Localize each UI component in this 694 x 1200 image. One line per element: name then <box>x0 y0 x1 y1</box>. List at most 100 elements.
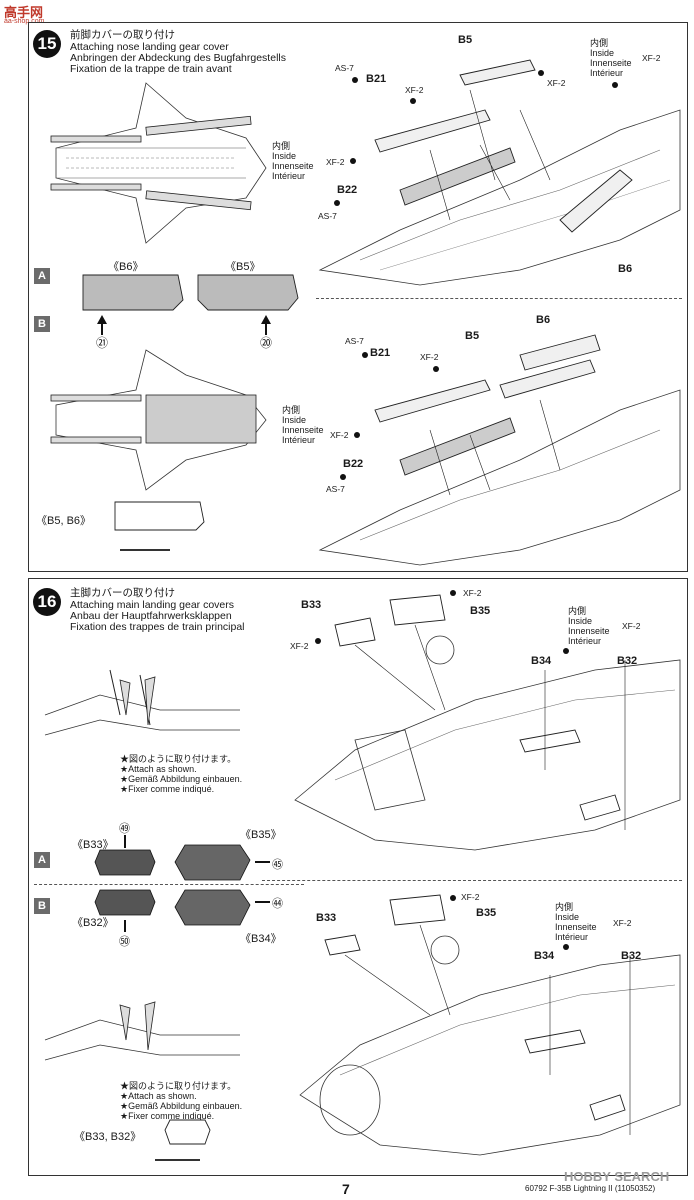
s15u-paint-dot-2 <box>334 200 340 206</box>
s16-mark-44: ㊹ <box>272 898 283 910</box>
s15u-xf2-b: XF-2 <box>547 78 566 88</box>
s15u-as7-a: AS-7 <box>335 63 354 73</box>
s15l-as7-b: AS-7 <box>326 484 345 494</box>
s16-option-b: B <box>34 898 50 914</box>
step15-title-jp: 前脚カバーの取り付け <box>70 29 175 41</box>
s15u-inside-jp: 内側 <box>272 141 291 151</box>
footer-code: 60792 F-35B Lightning II (11050352) <box>525 1184 656 1193</box>
s15u-inside2-de: Innenseite <box>590 58 632 68</box>
s15a-mark-21: ㉑ <box>96 336 109 350</box>
step15-upper-diagram <box>318 59 681 286</box>
s15a-mark-20: ⑳ <box>260 336 273 350</box>
s16-detail-drawing-bottom <box>44 1001 240 1061</box>
s16u-paint-dot-1 <box>450 590 456 596</box>
s15u-inside-fr: Intérieur <box>272 171 306 181</box>
step16-number: 16 <box>33 588 61 616</box>
s15u-xf2-a: XF-2 <box>405 85 424 95</box>
step16-upper-diagram <box>294 594 681 851</box>
s16l-label-b34: B34 <box>534 950 555 962</box>
s15b-parts-drawing <box>114 501 205 551</box>
s15l-label-b22: B22 <box>343 458 364 470</box>
s15l-paint-dot-2 <box>340 474 346 480</box>
s16u-xf2-b: XF-2 <box>290 641 309 651</box>
s16-mark-50: ㊿ <box>119 936 130 948</box>
step15-panel <box>28 22 688 572</box>
s15l-inside-de: Innenseite <box>282 425 324 435</box>
s16-part-b33: 《B33》 <box>72 839 114 851</box>
step16-title-jp: 主脚カバーの取り付け <box>70 587 175 599</box>
step15-number: 15 <box>33 30 61 58</box>
s16u-xf2-c: XF-2 <box>622 621 641 631</box>
s16l-paint-dot-1 <box>450 895 456 901</box>
s16u-xf2-a: XF-2 <box>463 588 482 598</box>
s15u-xf2-d: XF-2 <box>326 157 345 167</box>
s16-option-a: A <box>34 852 50 868</box>
s15u-label-b21: B21 <box>366 73 387 85</box>
s16-ab-parts-drawing <box>94 835 270 932</box>
s16u-inside-jp: 内側 <box>568 606 587 616</box>
s16u-label-b33: B33 <box>301 599 322 611</box>
s16-ab-divider <box>34 884 304 885</box>
s15u-inside2-en: Inside <box>590 48 615 58</box>
s15a-part-b5: 《B5》 <box>225 261 261 273</box>
s16l-inside-en: Inside <box>555 912 580 922</box>
step16-title-fr: Fixation des trappes de train principal <box>70 621 245 633</box>
s15l-xf2-b: XF-2 <box>330 430 349 440</box>
s15u-paint-dot-4 <box>538 70 544 76</box>
s16l-xf2-a: XF-2 <box>461 892 480 902</box>
s16-note2-jp: ★図のように取り付けます。 <box>120 1081 237 1091</box>
s15u-paint-dot-3 <box>410 98 416 104</box>
s16-mark-45: ㊺ <box>272 859 283 871</box>
s15l-label-b5: B5 <box>465 330 480 342</box>
s15u-as7-b: AS-7 <box>318 211 337 221</box>
s16l-inside-fr: Intérieur <box>555 932 589 942</box>
s15-option-b: B <box>34 316 50 332</box>
s15u-label-b6: B6 <box>618 263 633 275</box>
watermark-logo: 高手网 <box>4 5 44 20</box>
watermark-hobbysearch: HOBBY SEARCH <box>564 1169 670 1184</box>
step15-overview-drawing <box>50 82 267 244</box>
step16-title-en: Attaching main landing gear covers <box>70 599 235 611</box>
s16-note1-de: ★Gemäß Abbildung einbauen. <box>120 774 243 784</box>
step16-title-de: Anbau der Hauptfahrwerksklappen <box>70 610 232 622</box>
s15l-paint-dot-1 <box>362 352 368 358</box>
s15b-parts: 《B5, B6》 <box>36 515 92 527</box>
s16u-label-b32: B32 <box>617 655 638 667</box>
s16l-label-b35: B35 <box>476 907 497 919</box>
s15u-label-b5: B5 <box>458 34 473 46</box>
s16u-paint-dot-3 <box>563 648 569 654</box>
s16-note2-en: ★Attach as shown. <box>120 1091 197 1101</box>
s16l-xf2-b: XF-2 <box>613 918 632 928</box>
s16l-label-b32: B32 <box>621 950 642 962</box>
s16-part-b34: 《B34》 <box>240 933 282 945</box>
s16-part-b32: 《B32》 <box>72 917 114 929</box>
s15u-paint-dot-1 <box>352 77 358 83</box>
s15b-overview-drawing <box>50 349 267 491</box>
s16l-paint-dot-2 <box>563 944 569 950</box>
s15l-inside-fr: Intérieur <box>282 435 316 445</box>
s15a-part-b6: 《B6》 <box>108 261 144 273</box>
s16-mark-49: ㊾ <box>119 823 130 835</box>
s15l-label-b6: B6 <box>536 314 551 326</box>
s16l-label-b33: B33 <box>316 912 337 924</box>
s15l-label-b21: B21 <box>370 347 391 359</box>
s16u-inside-en: Inside <box>568 616 593 626</box>
s15u-inside-en: Inside <box>272 151 297 161</box>
s15u-paint-dot-6 <box>350 158 356 164</box>
s15l-paint-dot-4 <box>354 432 360 438</box>
s16-part-b35: 《B35》 <box>240 829 282 841</box>
s16l-inside-jp: 内側 <box>555 902 574 912</box>
s16-divider <box>262 880 682 881</box>
s15a-parts-drawing <box>82 274 299 335</box>
step15-title-en: Attaching nose landing gear cover <box>70 41 229 53</box>
step16-panel <box>28 578 688 1176</box>
s15l-inside-en: Inside <box>282 415 307 425</box>
s16-note1-en: ★Attach as shown. <box>120 764 197 774</box>
s16u-inside-fr: Intérieur <box>568 636 602 646</box>
s16u-paint-dot-2 <box>315 638 321 644</box>
s15-divider <box>316 298 682 299</box>
s15l-as7-a: AS-7 <box>345 336 364 346</box>
s16-note2-fr: ★Fixer comme indiqué. <box>120 1111 215 1121</box>
watermark-url: aa-shop.com <box>4 18 45 25</box>
s15u-inside2-fr: Intérieur <box>590 68 624 78</box>
